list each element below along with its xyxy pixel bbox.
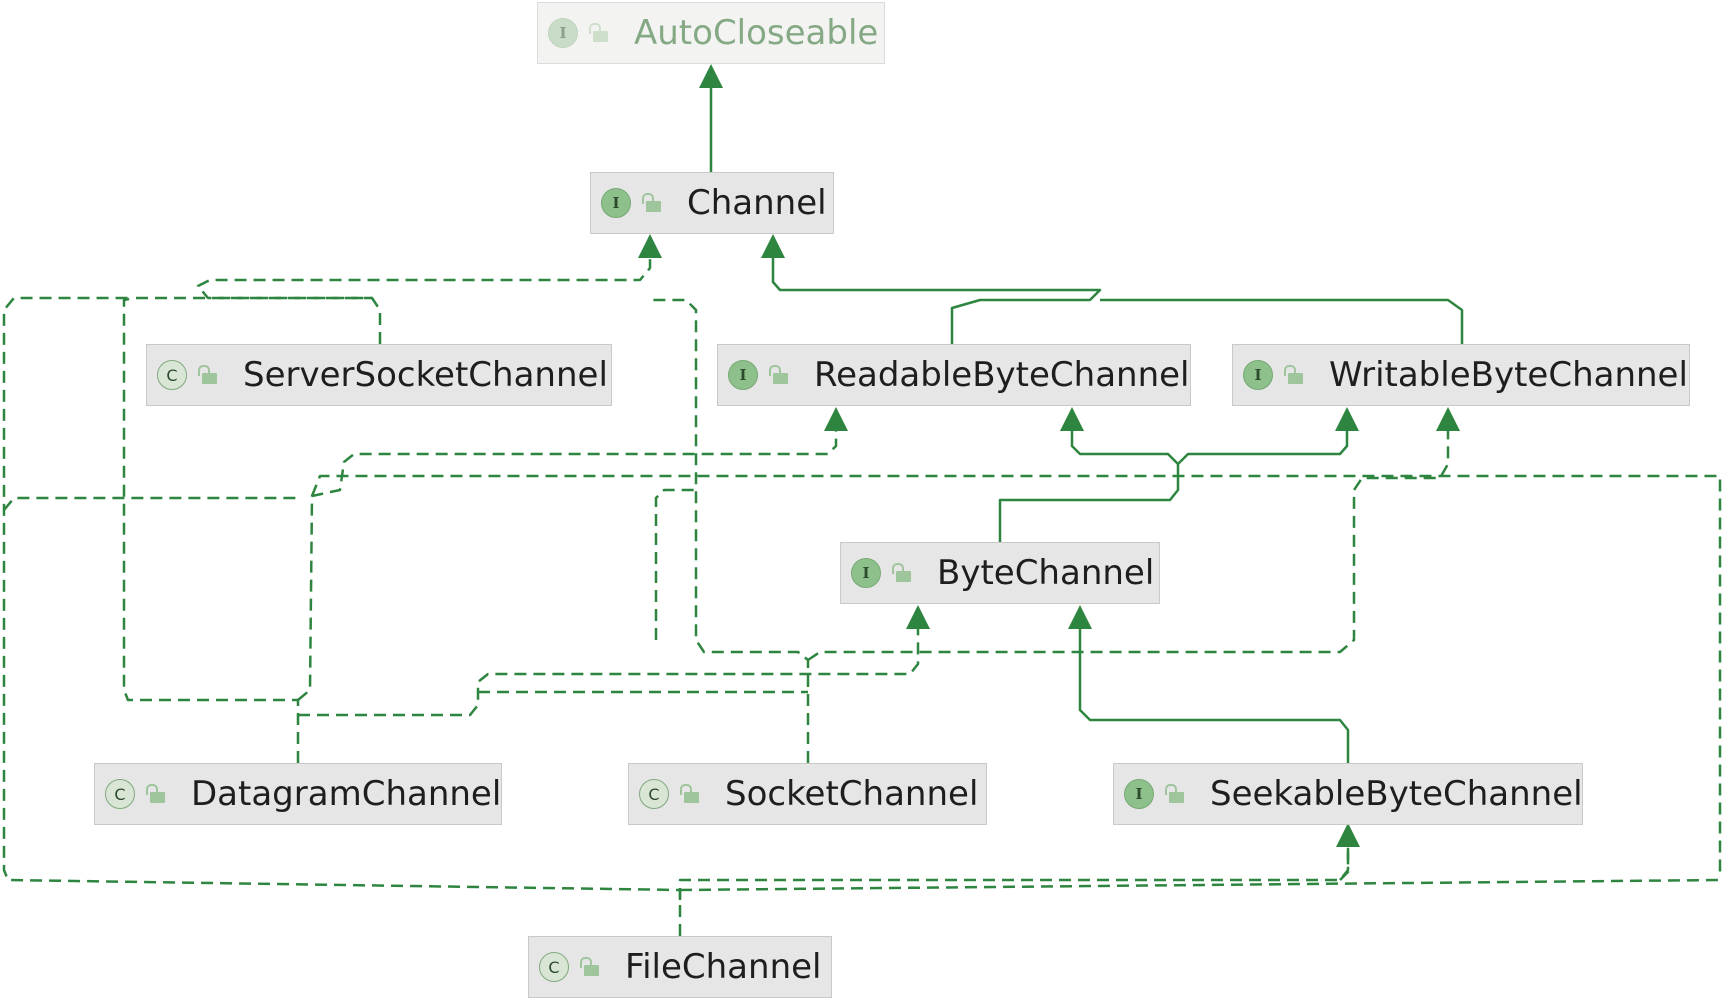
edge-writablebytechannel-to-channel <box>1100 298 1464 344</box>
interface-icon: I <box>548 18 578 48</box>
arrowhead-5 <box>1335 407 1359 431</box>
node-label: FileChannel <box>625 947 822 987</box>
interface-icon: I <box>1243 360 1273 390</box>
interface-icon: I <box>728 360 758 390</box>
edge-serversocketchannel-to-channel <box>196 237 652 344</box>
edge-bytechannel-to-writablebytechannel <box>1177 410 1349 465</box>
class-icon: C <box>105 779 135 809</box>
node-seekablebytechannel[interactable]: I SeekableByteChannel <box>1113 763 1583 825</box>
node-label: DatagramChannel <box>191 774 502 814</box>
edge-datagramchannel-to-bytechannel <box>298 608 920 717</box>
node-label: Channel <box>687 183 827 223</box>
public-lock-icon <box>145 780 167 808</box>
edge-filechannel-to-readablebytechannel <box>3 496 298 511</box>
arrowhead-9 <box>1336 823 1360 847</box>
public-lock-icon <box>588 19 610 47</box>
node-label: SeekableByteChannel <box>1210 774 1583 814</box>
interface-icon: I <box>601 188 631 218</box>
interface-icon: I <box>1124 779 1154 809</box>
edge-datagramchannel-to-readablebytechannel <box>297 410 838 701</box>
class-icon: C <box>639 779 669 809</box>
edge-readablebytechannel-to-channel <box>771 237 1102 344</box>
arrowhead-6 <box>1436 407 1460 431</box>
node-bytechannel[interactable]: I ByteChannel <box>840 542 1160 604</box>
node-datagramchannel[interactable]: C DatagramChannel <box>94 763 502 825</box>
node-readablebytechannel[interactable]: I ReadableByteChannel <box>717 344 1191 406</box>
public-lock-icon <box>197 361 219 389</box>
class-icon: C <box>539 952 569 982</box>
node-label: ReadableByteChannel <box>814 355 1190 395</box>
interface-icon: I <box>851 558 881 588</box>
node-channel[interactable]: I Channel <box>590 172 834 234</box>
edge-datagramchannel-to-writablebytechannel <box>310 474 1722 873</box>
edge-filechannel-to-writablebytechannel <box>679 878 1721 892</box>
arrowhead-1 <box>638 234 662 258</box>
public-lock-icon <box>1283 361 1305 389</box>
node-autocloseable[interactable]: I AutoCloseable <box>537 2 885 64</box>
arrowhead-8 <box>1068 605 1092 629</box>
public-lock-icon <box>679 780 701 808</box>
node-label: WritableByteChannel <box>1329 355 1688 395</box>
arrowhead-2 <box>761 234 785 258</box>
edge-seekablebytechannel-to-bytechannel <box>1078 608 1350 763</box>
public-lock-icon <box>768 361 790 389</box>
public-lock-icon <box>1164 780 1186 808</box>
node-label: ByteChannel <box>937 553 1155 593</box>
node-serversocketchannel[interactable]: C ServerSocketChannel <box>146 344 612 406</box>
edge-socketchannel-to-readablebytechannel <box>654 488 696 640</box>
public-lock-icon <box>641 189 663 217</box>
arrowhead-0 <box>699 64 723 88</box>
arrowhead-4 <box>1060 407 1084 431</box>
public-lock-icon <box>579 953 601 981</box>
edge-socketchannel-to-channel <box>650 298 810 763</box>
node-label: AutoCloseable <box>634 13 879 53</box>
node-writablebytechannel[interactable]: I WritableByteChannel <box>1232 344 1690 406</box>
public-lock-icon <box>891 559 913 587</box>
node-socketchannel[interactable]: C SocketChannel <box>628 763 987 825</box>
node-label: ServerSocketChannel <box>243 355 608 395</box>
arrowhead-7 <box>906 605 930 629</box>
arrowhead-3 <box>824 407 848 431</box>
node-label: SocketChannel <box>725 774 979 814</box>
node-filechannel[interactable]: C FileChannel <box>528 936 832 998</box>
class-icon: C <box>157 360 187 390</box>
edge-socketchannel-to-writablebytechannel <box>807 410 1450 662</box>
